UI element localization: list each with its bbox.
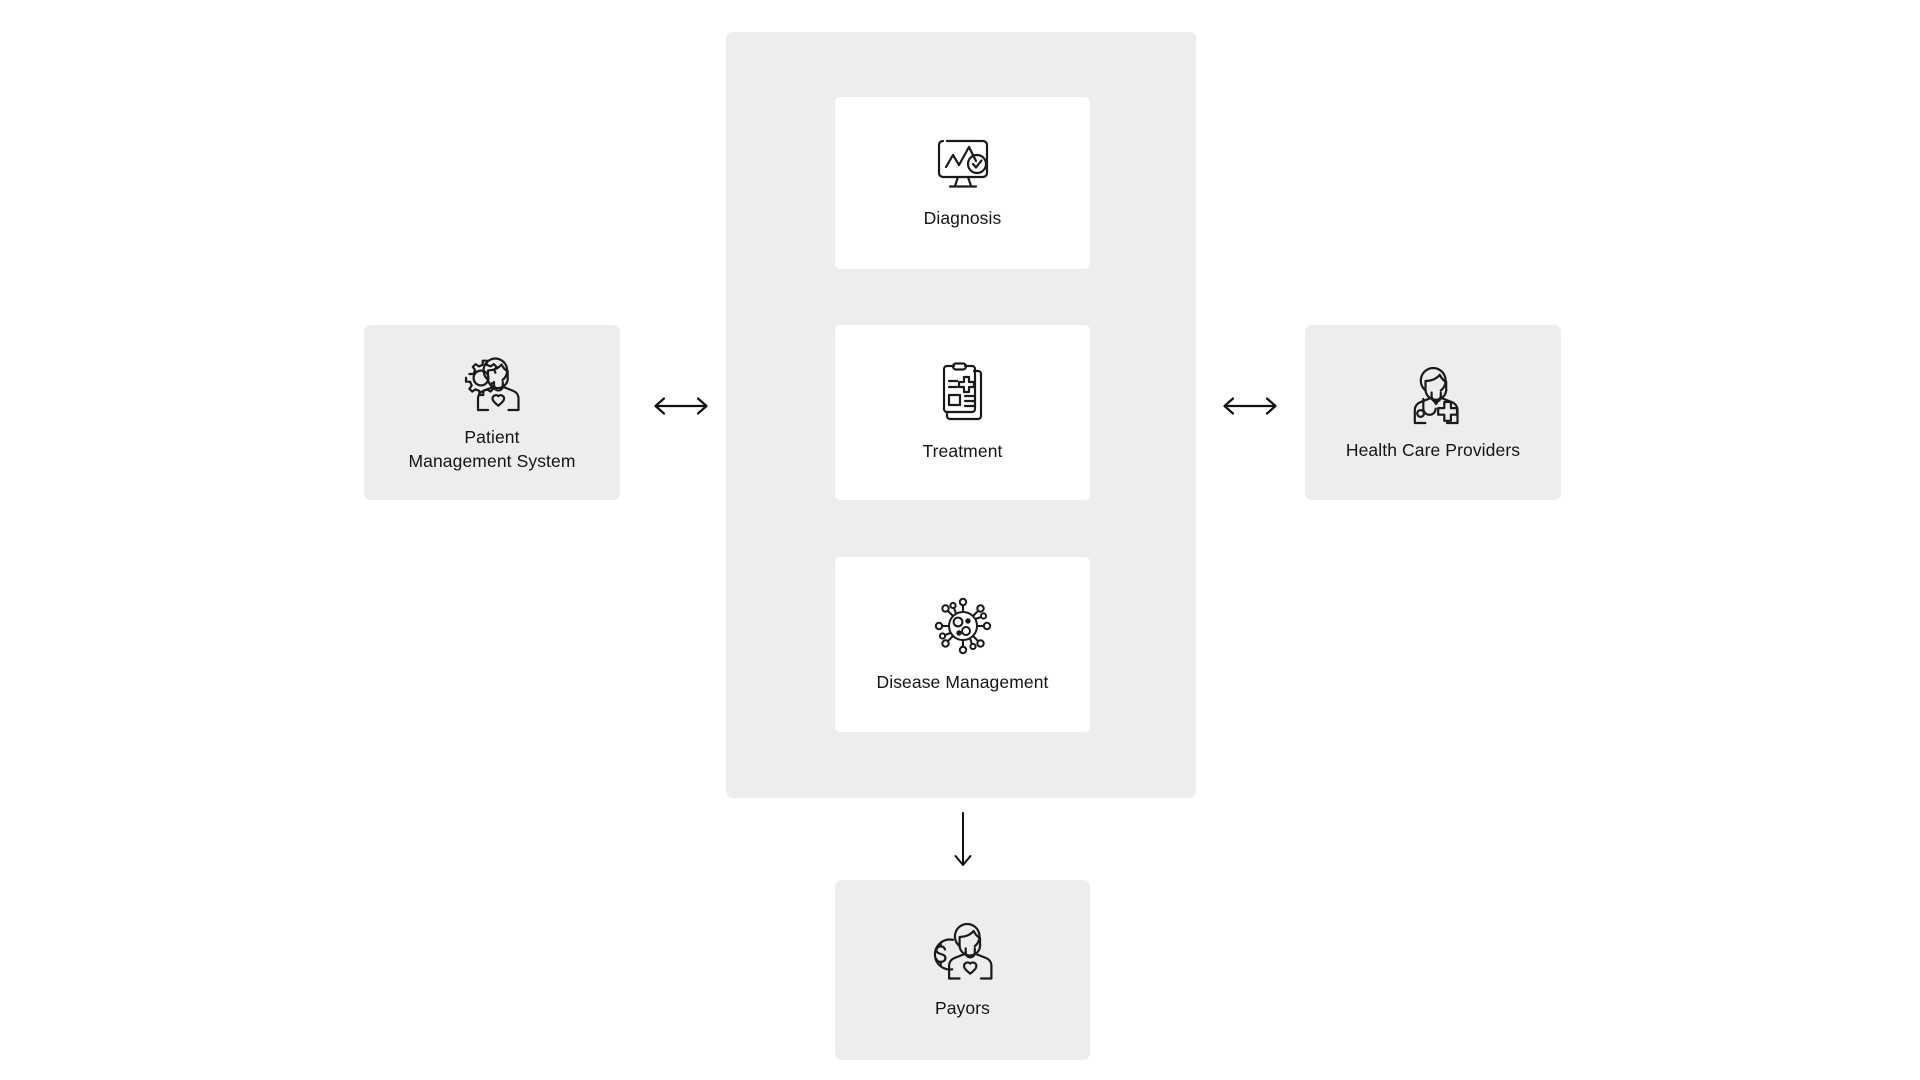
node-label-patient-management-system: Patient Management System (408, 427, 576, 471)
node-label-health-care-providers: Health Care Providers (1345, 439, 1521, 460)
connector-left-bidirectional-arrow-icon (636, 386, 726, 426)
node-health-care-providers[interactable]: Health Care Providers (1305, 325, 1561, 500)
virus-germ-icon (932, 595, 994, 657)
card-label-treatment: Treatment (922, 440, 1003, 461)
card-diagnosis[interactable]: Diagnosis (835, 97, 1090, 269)
clipboard-medical-cross-icon (934, 362, 992, 426)
node-payors[interactable]: Payors (835, 880, 1090, 1060)
connector-right-bidirectional-arrow-icon (1205, 386, 1295, 426)
card-treatment[interactable]: Treatment (835, 325, 1090, 500)
card-disease-management[interactable]: Disease Management (835, 557, 1090, 732)
card-label-diagnosis: Diagnosis (923, 208, 1002, 229)
card-label-disease-management: Disease Management (876, 671, 1049, 692)
person-heart-gear-icon (453, 352, 531, 414)
doctor-stethoscope-cross-icon (1400, 363, 1466, 427)
monitor-chart-check-icon (931, 135, 995, 193)
connector-down-arrow-icon (935, 805, 991, 875)
node-label-payors: Payors (934, 998, 991, 1019)
node-patient-management-system[interactable]: Patient Management System (364, 325, 620, 500)
person-heart-dollar-coin-icon (921, 919, 1005, 985)
